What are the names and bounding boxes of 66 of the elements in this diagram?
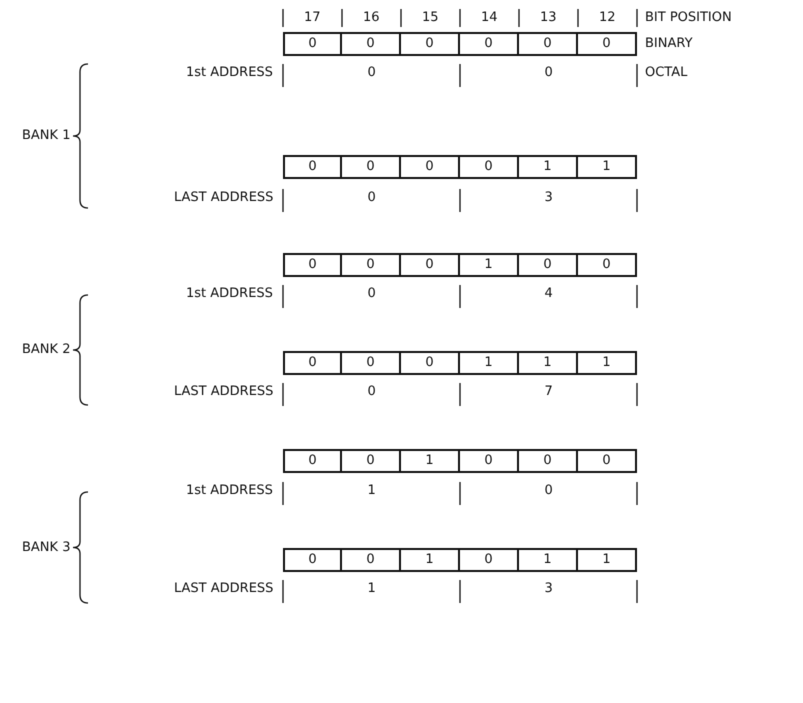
bit-cell: 0 [399, 32, 460, 56]
bit-cell: 0 [458, 32, 519, 56]
bit-cell: 0 [283, 351, 342, 375]
bit-cell: 1 [458, 253, 519, 277]
bit-cell: 1 [517, 548, 578, 572]
bit-cell: 1 [399, 548, 460, 572]
bit-cell: 1 [576, 155, 637, 179]
bit-cell: 0 [283, 253, 342, 277]
octal-digit: 7 [544, 384, 553, 400]
bit-cell: 0 [517, 32, 578, 56]
bit-cell: 0 [283, 32, 342, 56]
address-label: 1st ADDRESS [186, 286, 273, 302]
bit-cell: 0 [340, 351, 401, 375]
octal-digit: 0 [368, 286, 376, 302]
bit-number: 16 [363, 10, 380, 26]
bit-cell: 1 [517, 351, 578, 375]
bit-number: 12 [599, 10, 616, 26]
bit-cell: 0 [458, 548, 519, 572]
row-label: OCTAL [645, 65, 688, 81]
bit-cell: 0 [576, 449, 637, 473]
bit-cell: 0 [340, 548, 401, 572]
bit-cell: 0 [283, 548, 342, 572]
bit-number: 14 [481, 10, 498, 26]
bit-number: 15 [422, 10, 439, 26]
bit-cell: 0 [458, 449, 519, 473]
bit-cell: 0 [399, 253, 460, 277]
bit-cell: 0 [517, 253, 578, 277]
bit-cell: 0 [283, 155, 342, 179]
address-label: 1st ADDRESS [186, 65, 273, 81]
bit-number: 17 [304, 10, 321, 26]
octal-digit: 0 [368, 190, 376, 206]
octal-digit: 0 [368, 65, 376, 81]
bit-number: 13 [540, 10, 557, 26]
bit-cell: 0 [340, 449, 401, 473]
bank-label: BANK 2 [22, 342, 70, 358]
row-label: BINARY [645, 36, 693, 52]
address-label: LAST ADDRESS [174, 384, 274, 400]
address-label: LAST ADDRESS [174, 190, 274, 206]
address-label: 1st ADDRESS [186, 483, 273, 499]
bit-cell: 0 [283, 449, 342, 473]
octal-digit: 3 [544, 581, 553, 597]
bit-cell: 0 [340, 32, 401, 56]
bit-cell: 1 [576, 351, 637, 375]
bit-cell: 1 [517, 155, 578, 179]
bit-cell: 1 [399, 449, 460, 473]
bit-cell: 0 [340, 155, 401, 179]
bit-cell: 0 [340, 253, 401, 277]
bit-cell: 0 [458, 155, 519, 179]
bit-cell: 0 [517, 449, 578, 473]
octal-digit: 1 [368, 581, 376, 597]
octal-digit: 0 [544, 65, 553, 81]
bit-cell: 1 [576, 548, 637, 572]
bit-cell: 1 [458, 351, 519, 375]
octal-digit: 4 [544, 286, 553, 302]
bit-cell: 0 [576, 32, 637, 56]
bank-label: BANK 3 [22, 540, 70, 556]
bank-label: BANK 1 [22, 128, 70, 144]
octal-digit: 1 [368, 483, 376, 499]
row-label: BIT POSITION [645, 10, 732, 26]
bit-cell: 0 [399, 351, 460, 375]
octal-digit: 0 [368, 384, 376, 400]
bit-cell: 0 [576, 253, 637, 277]
octal-digit: 3 [544, 190, 553, 206]
address-label: LAST ADDRESS [174, 581, 274, 597]
octal-digit: 0 [544, 483, 553, 499]
bit-cell: 0 [399, 155, 460, 179]
